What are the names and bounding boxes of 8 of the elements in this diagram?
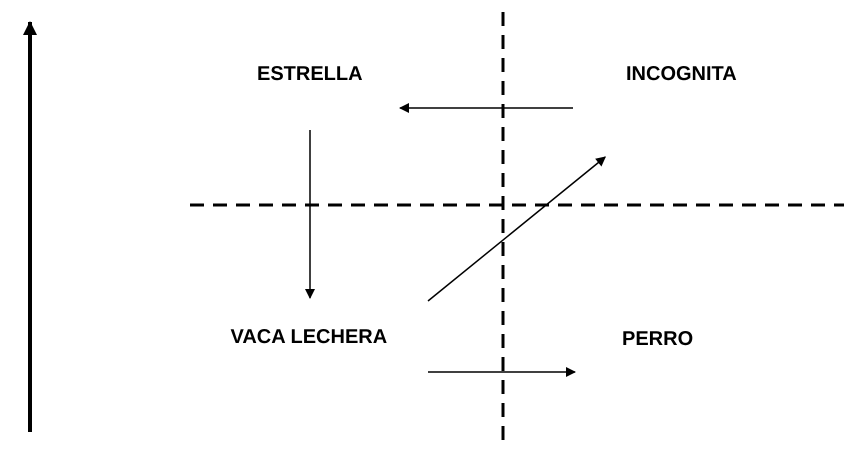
arrow [428,156,606,302]
arrow [305,130,315,299]
quadrant-label: PERRO [622,328,694,351]
arrow [428,367,576,377]
quadrant-label: VACA LECHERA [230,326,388,349]
arrow [399,103,573,113]
quadrant-label: ESTRELLA [257,63,363,86]
quadrant-label: INCOGNITA [626,63,737,86]
